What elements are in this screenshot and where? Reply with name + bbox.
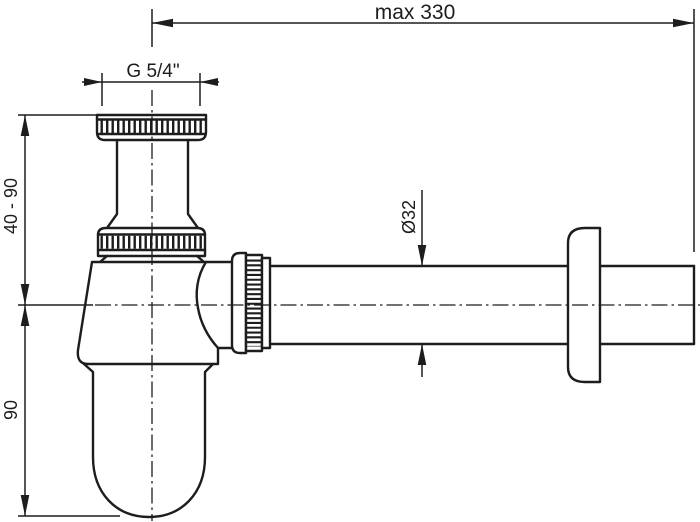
pipe-diameter-label: Ø32 bbox=[399, 200, 419, 234]
outlet-nut-rim-left bbox=[230, 251, 248, 355]
outlet-nut-rim-right bbox=[260, 256, 272, 350]
dimension-pipe-diameter: Ø32 bbox=[399, 190, 427, 377]
inlet-tube bbox=[105, 138, 200, 230]
arrowhead-left bbox=[84, 78, 102, 86]
dimension-cup-height: 90 bbox=[1, 305, 120, 517]
overall-length-label: max 330 bbox=[375, 1, 456, 24]
arrowhead-down bbox=[20, 284, 30, 305]
inlet-tube-right-edge bbox=[186, 138, 200, 230]
inlet-thread-label: G 5/4" bbox=[126, 61, 179, 82]
trap-cup bbox=[82, 362, 215, 519]
outlet-nut bbox=[230, 251, 272, 355]
arrowhead-left bbox=[152, 18, 173, 28]
arrowhead-down bbox=[20, 495, 30, 516]
dimension-inlet-thread: G 5/4" bbox=[82, 61, 219, 106]
cup-height-label: 90 bbox=[1, 400, 21, 420]
trap-body bbox=[76, 254, 232, 366]
arrowhead-down bbox=[417, 245, 427, 266]
adjustable-height-label: 40 - 90 bbox=[1, 178, 21, 234]
arrowhead-right bbox=[673, 18, 694, 28]
trap-body-outline bbox=[76, 260, 232, 366]
trap-cup-chamfer-right bbox=[203, 362, 215, 374]
arrowhead-right bbox=[200, 78, 218, 86]
trap-cup-chamfer-left bbox=[82, 362, 95, 374]
centerlines bbox=[95, 90, 700, 521]
trap-cup-outline bbox=[91, 372, 207, 519]
arrowhead-up bbox=[417, 344, 427, 365]
dimension-overall-length: max 330 bbox=[151, 1, 695, 252]
arrowhead-up bbox=[20, 115, 30, 136]
dimension-adjustable-height: 40 - 90 bbox=[1, 114, 99, 306]
trap-body-outlet-curve bbox=[195, 260, 220, 350]
arrowhead-up bbox=[20, 305, 30, 326]
inlet-tube-left-edge bbox=[105, 138, 119, 230]
